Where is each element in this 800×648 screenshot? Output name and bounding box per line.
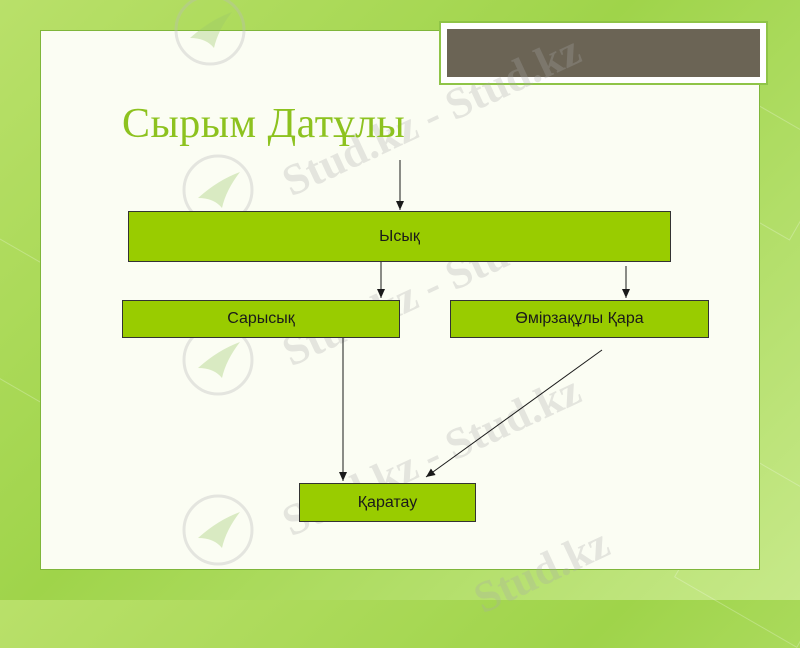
node-label: Сарысық	[227, 310, 295, 327]
node-label: Қаратау	[357, 493, 418, 511]
node-karatau: Қаратау	[299, 483, 476, 522]
node-sarysyk: Сарысық	[122, 300, 400, 338]
header-image-panel	[439, 21, 768, 85]
node-label: Өмірзақұлы Қара	[515, 310, 644, 327]
node-ysyk: Ысық	[128, 211, 671, 262]
node-label: Ысық	[379, 227, 420, 245]
node-omirzakuly-kara: Өмірзақұлы Қара	[450, 300, 709, 338]
slide-title: Сырым Датұлы	[122, 101, 406, 147]
